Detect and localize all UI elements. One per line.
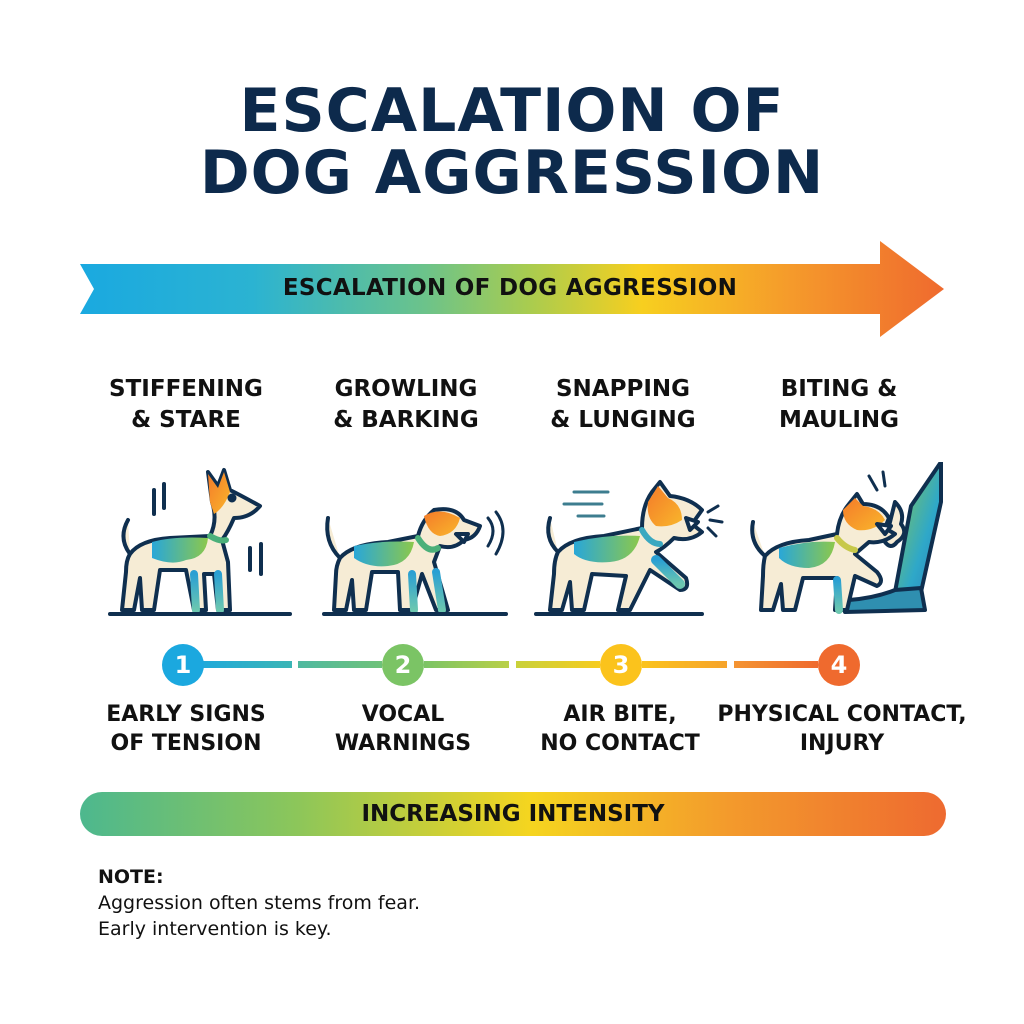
title-line-1: ESCALATION OF [239, 76, 785, 146]
dog-barking-icon [318, 462, 518, 622]
dog-lunging-icon [530, 462, 730, 622]
stage-3-description: AIR BITE, NO CONTACT [480, 700, 760, 758]
stage-4-title-line-1: BITING & [780, 376, 898, 402]
stage-3-title: SNAPPING & LUNGING [513, 374, 733, 436]
stage-1-title: STIFFENING & STARE [76, 374, 296, 436]
banner-label: ESCALATION OF DOG AGGRESSION [282, 275, 738, 301]
stage-2-title-line-2: & BARKING [333, 407, 479, 433]
stage-3-desc-line-1: AIR BITE, [563, 702, 677, 727]
stage-1-desc-line-1: EARLY SIGNS [106, 702, 266, 727]
stage-3-number-badge: 3 [600, 644, 642, 686]
dog-biting-leg-icon [745, 460, 945, 622]
stage-1-title-line-1: STIFFENING [109, 376, 263, 402]
stage-2-title: GROWLING & BARKING [296, 374, 516, 436]
stage-2-number-badge: 2 [382, 644, 424, 686]
intensity-label: INCREASING INTENSITY [361, 801, 665, 827]
note-line-1: Aggression often stems from fear. [98, 892, 421, 914]
note-label: NOTE: [98, 866, 164, 888]
timeline-segment-2b [516, 661, 600, 668]
title-line-2: DOG AGGRESSION [199, 138, 825, 208]
dog-standing-stiff-icon [100, 462, 300, 622]
timeline-segment-3b [734, 661, 818, 668]
stage-3-title-line-1: SNAPPING [555, 376, 690, 402]
stage-1-desc-line-2: OF TENSION [110, 731, 262, 756]
stage-3-title-line-2: & LUNGING [550, 407, 696, 433]
stage-1-title-line-2: & STARE [131, 407, 241, 433]
increasing-intensity-bar: INCREASING INTENSITY [80, 792, 946, 836]
stage-1-number-badge: 1 [162, 644, 204, 686]
stage-2-desc-line-2: WARNINGS [334, 731, 472, 756]
stage-4-desc-line-2: INJURY [799, 731, 885, 756]
note-block: NOTE: Aggression often stems from fear. … [98, 864, 420, 942]
timeline-segment-1b [298, 661, 382, 668]
stage-4-title: BITING & MAULING [729, 374, 949, 436]
stage-4-desc-line-1: PHYSICAL CONTACT, [717, 702, 967, 727]
timeline-segment-3a [642, 661, 727, 668]
stage-3-desc-line-2: NO CONTACT [540, 731, 700, 756]
stage-4-title-line-2: MAULING [779, 407, 899, 433]
stage-4-number-badge: 4 [818, 644, 860, 686]
gradient-arrow-icon [80, 241, 944, 337]
stage-2-description: VOCAL WARNINGS [263, 700, 543, 758]
note-line-2: Early intervention is key. [98, 918, 332, 940]
timeline-segment-2a [424, 661, 509, 668]
stage-2-title-line-1: GROWLING [334, 376, 478, 402]
page-title: ESCALATION OF DOG AGGRESSION [0, 80, 1024, 204]
stage-4-description: PHYSICAL CONTACT, INJURY [702, 700, 982, 758]
escalation-arrow-banner: ESCALATION OF DOG AGGRESSION [80, 241, 944, 337]
stage-1-description: EARLY SIGNS OF TENSION [46, 700, 326, 758]
stage-timeline: 1 2 3 4 [0, 640, 1024, 690]
stage-2-desc-line-1: VOCAL [361, 702, 445, 727]
timeline-segment-1a [190, 661, 292, 668]
